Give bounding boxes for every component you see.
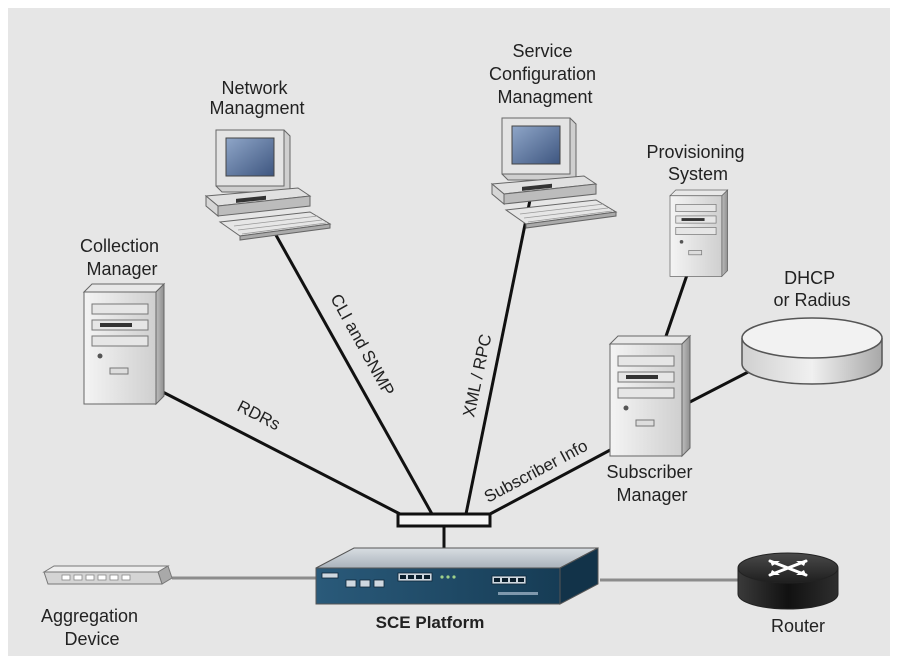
xml-rpc-link xyxy=(464,199,532,515)
subscriber-info-link xyxy=(489,446,615,516)
sce-platform-icon xyxy=(315,547,599,605)
sce-platform-label: SCE Platform xyxy=(376,613,485,632)
collection-mgr-label: Collection Manager xyxy=(80,236,164,279)
data-path-lines xyxy=(172,576,740,582)
router-label: Router xyxy=(771,616,825,636)
dhcp-label: DHCP or Radius xyxy=(773,268,850,310)
subscriber-mgr-label: Subscriber Manager xyxy=(606,462,697,505)
network-mgmt-label: Network Managment xyxy=(209,78,304,118)
hub-bar xyxy=(396,512,492,528)
server-tower-icon xyxy=(609,335,691,457)
aggregation-label: Aggregation Device xyxy=(41,606,143,649)
cli-snmp-link xyxy=(270,227,434,515)
dhcp-link xyxy=(685,368,753,406)
database-icon xyxy=(741,317,883,385)
switch-icon xyxy=(42,565,173,585)
provisioning-label: Provisioning System xyxy=(646,142,749,184)
router-icon xyxy=(737,552,839,610)
connection-lines xyxy=(154,199,753,550)
service-config-label: Service Configuration Managment xyxy=(489,41,601,107)
rdrs-link xyxy=(154,386,401,516)
server-tower-icon xyxy=(83,283,165,405)
provisioning-link xyxy=(662,271,690,343)
server-tower-icon xyxy=(669,189,728,277)
